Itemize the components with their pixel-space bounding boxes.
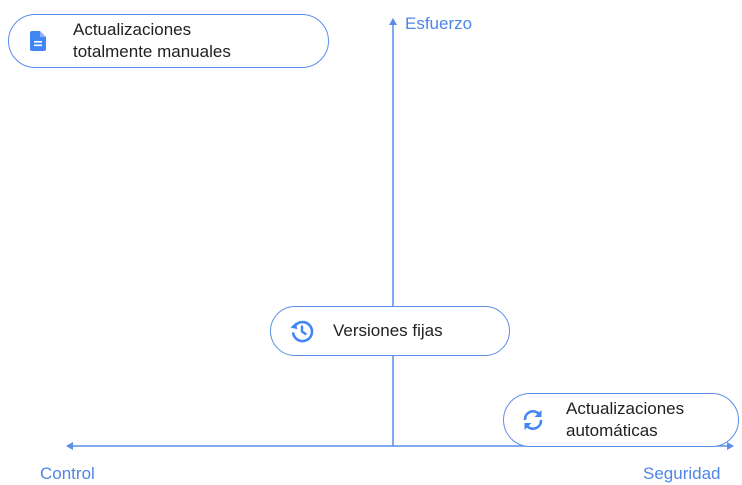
sync-icon [504, 407, 562, 433]
axis-label-security: Seguridad [643, 464, 721, 483]
node-automatic-updates-line-1: Actualizaciones [566, 399, 685, 418]
axis-label-control: Control [40, 464, 95, 483]
history-icon [271, 318, 333, 344]
document-icon [9, 31, 67, 51]
node-automatic-updates: Actualizaciones automáticas [503, 393, 739, 447]
node-pinned-versions-line-1: Versiones fijas [333, 321, 443, 340]
node-manual-updates-label: Actualizaciones totalmente manuales [73, 19, 231, 63]
node-automatic-updates-line-2: automáticas [566, 421, 658, 440]
node-automatic-updates-label: Actualizaciones automáticas [566, 398, 684, 442]
node-pinned-versions-label: Versiones fijas [333, 320, 443, 342]
node-manual-updates-line-1: Actualizaciones [73, 20, 192, 39]
axis-label-effort: Esfuerzo [405, 14, 473, 33]
node-manual-updates-line-2: totalmente manuales [73, 42, 231, 61]
node-pinned-versions: Versiones fijas [270, 306, 510, 356]
node-manual-updates: Actualizaciones totalmente manuales [8, 14, 329, 68]
